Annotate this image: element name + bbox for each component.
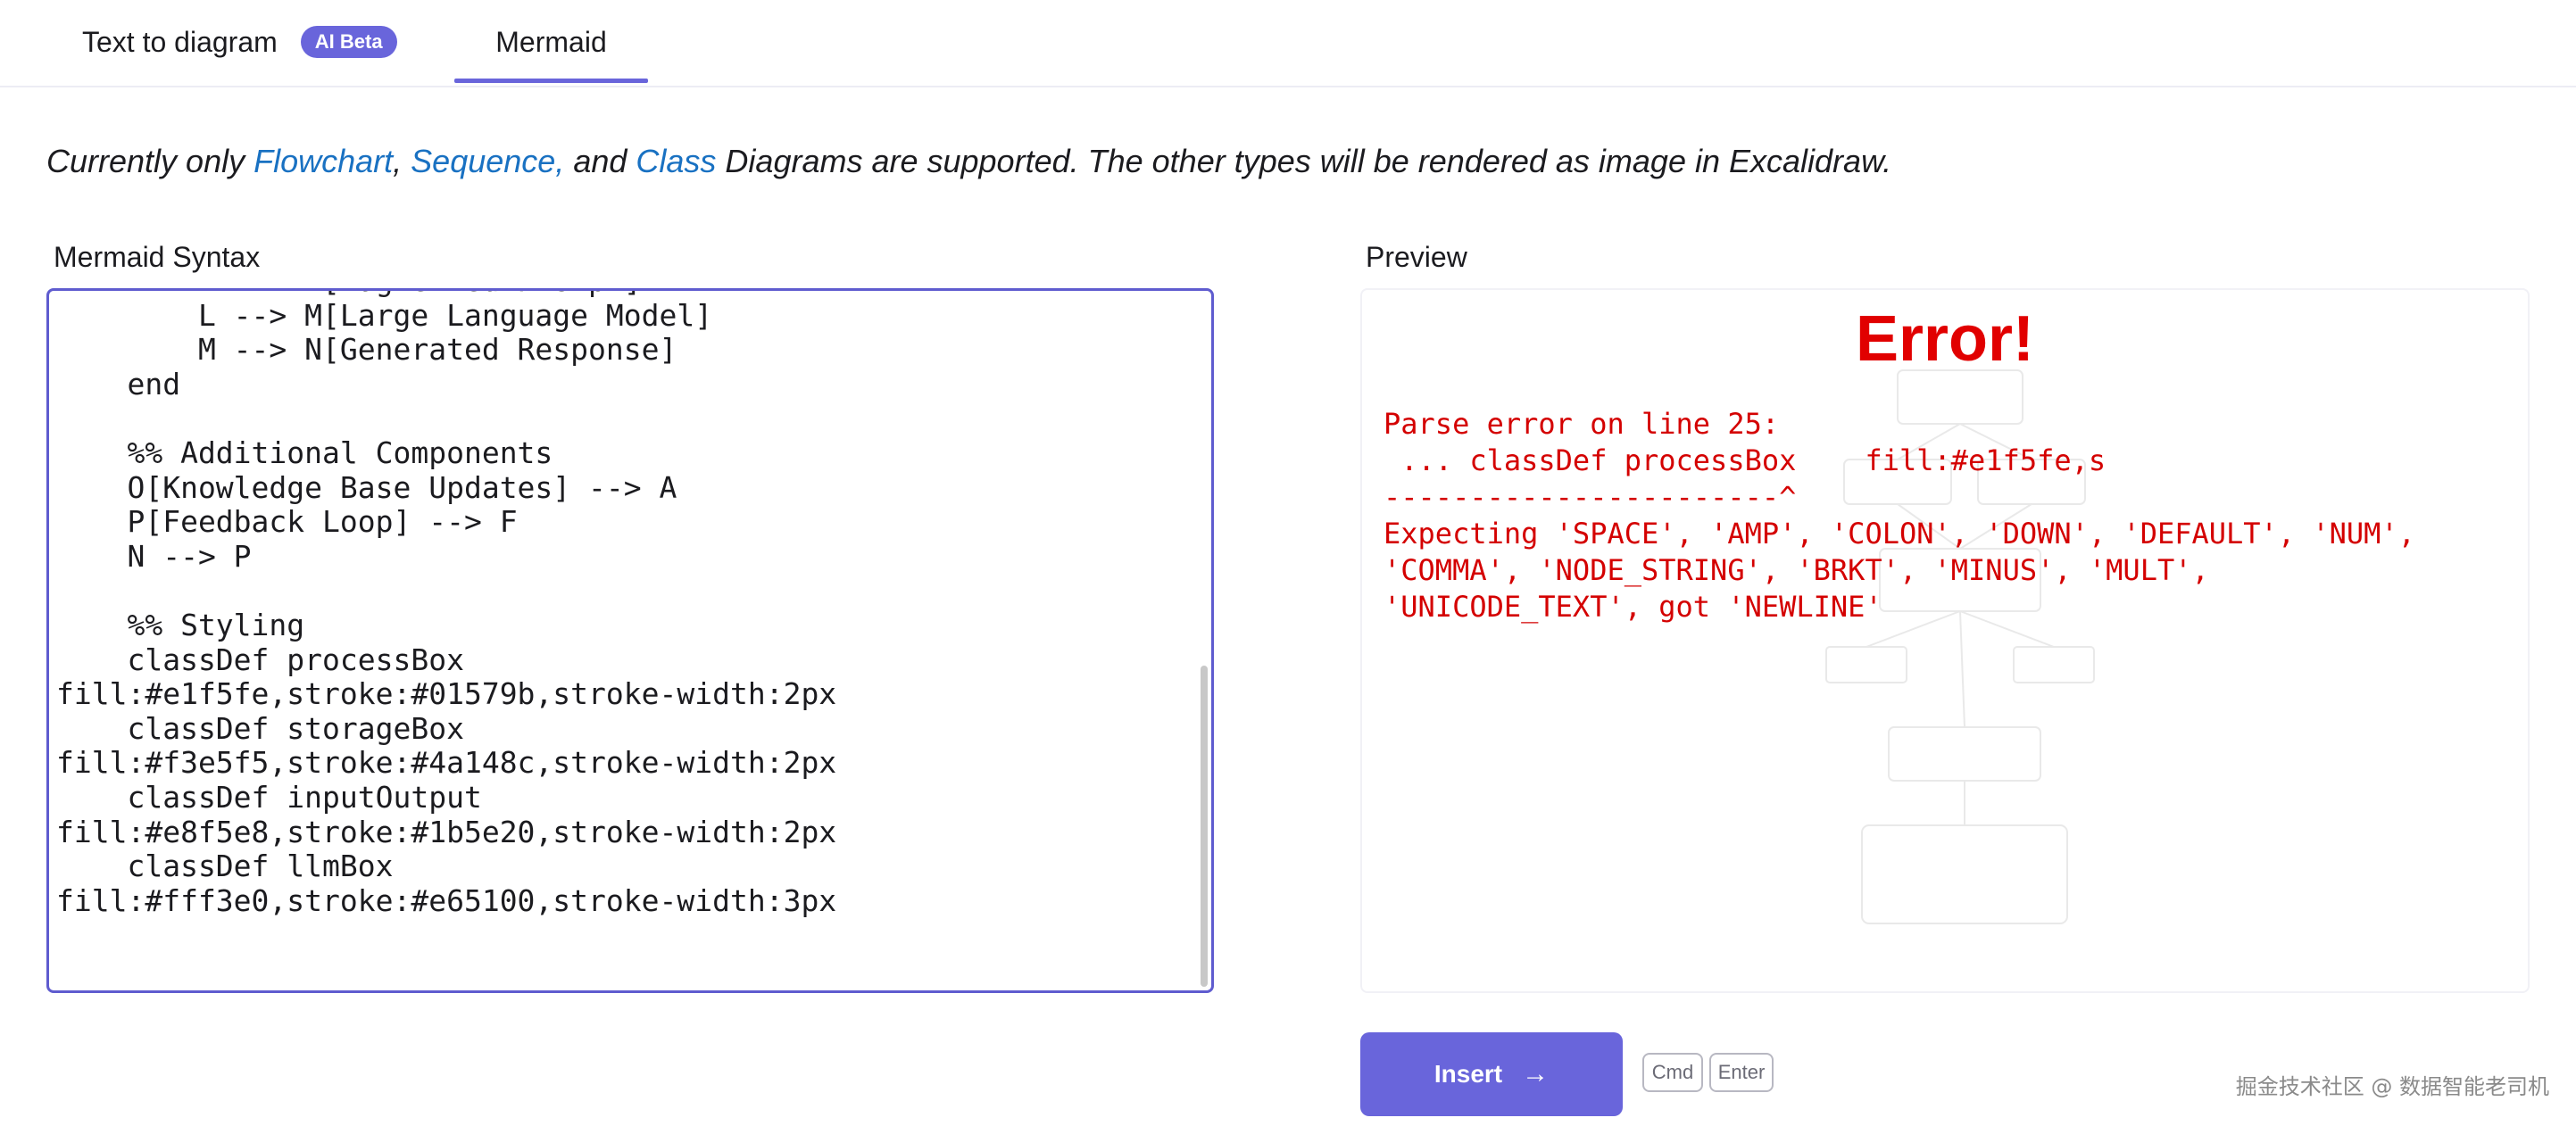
preview-label: Preview [1366,241,1467,273]
code-line: classDef processBox [56,642,464,677]
code-line: end [56,366,181,402]
supported-diagrams-notice: Currently only Flowchart, Sequence, and … [46,143,1891,180]
insert-button-label: Insert [1433,1060,1503,1088]
parse-error-message: Parse error on line 25: ... classDef pro… [1384,406,2415,625]
error-line: 'COMMA', 'NODE_STRING', 'BRKT', 'MINUS',… [1384,553,2209,587]
ai-beta-badge: AI Beta [300,26,397,58]
class-link[interactable]: Class [636,143,717,179]
tab-text-to-diagram[interactable]: Text to diagram AI Beta [54,0,428,84]
code-line: classDef storageBox [56,710,464,746]
faded-diagram-image [1825,369,2095,924]
code-line: M --> N[Generated Response] [56,332,677,368]
insert-button[interactable]: Insert → [1360,1032,1623,1116]
mermaid-syntax-editor[interactable]: K --> L[Augmented Prompt] L --> M[Large … [46,288,1214,993]
code-line: fill:#e1f5fe,stroke:#01579b,stroke-width… [56,676,837,712]
code-line [56,574,836,609]
editor-scrollbar-thumb[interactable] [1201,666,1208,987]
error-line: 'UNICODE_TEXT', got 'NEWLINE' [1384,590,1882,624]
code-line: P[Feedback Loop] --> F [56,504,518,540]
notice-comma: , [393,143,411,179]
notice-prefix: Currently only [46,143,254,179]
arrow-right-icon: → [1522,1059,1550,1089]
code-line: classDef llmBox [56,849,394,884]
notice-suffix: Diagrams are supported. The other types … [716,143,1892,179]
mermaid-syntax-label: Mermaid Syntax [54,241,261,273]
code-line: fill:#e8f5e8,stroke:#1b5e20,stroke-width… [56,814,837,849]
kbd-enter-key: Enter [1709,1053,1774,1092]
tab-mermaid[interactable]: Mermaid [454,0,648,84]
tab-mermaid-label: Mermaid [495,25,607,58]
error-line: Parse error on line 25: [1384,407,1780,441]
code-line: %% Styling [56,607,305,642]
error-title: Error! [1855,303,2035,375]
mermaid-code[interactable]: K --> L[Augmented Prompt] L --> M[Large … [49,291,837,918]
sequence-link[interactable]: Sequence, [411,143,565,179]
code-line: %% Additional Components [56,435,553,470]
code-line: L --> M[Large Language Model] [56,297,713,333]
preview-panel: Error! Parse error on line 25: ... class… [1360,288,2530,993]
kbd-cmd-key: Cmd [1642,1053,1703,1092]
code-line: N --> P [56,538,252,574]
error-line: -----------------------^ [1384,480,1797,514]
error-line: Expecting 'SPACE', 'AMP', 'COLON', 'DOWN… [1384,517,2415,551]
error-line: ... classDef processBox fill:#e1f5fe,s [1384,443,2107,477]
notice-and: and [564,143,636,179]
tab-text-to-diagram-label: Text to diagram [82,25,278,58]
flowchart-link[interactable]: Flowchart [253,143,394,179]
watermark-text: 掘金技术社区 @ 数据智能老司机 [2235,1074,2549,1099]
code-line: classDef inputOutput [56,779,482,815]
code-line: fill:#f3e5f5,stroke:#4a148c,stroke-width… [56,745,837,781]
tab-bar: Text to diagram AI Beta Mermaid [0,0,2576,87]
code-line [56,402,836,436]
code-line: O[Knowledge Base Updates] --> A [56,469,677,505]
code-line: fill:#fff3e0,stroke:#e65100,stroke-width… [56,882,837,918]
code-line: K --> L[Augmented Prompt] [56,291,836,299]
active-tab-indicator [454,79,648,83]
editor-scrollbar-track [1201,291,1208,990]
